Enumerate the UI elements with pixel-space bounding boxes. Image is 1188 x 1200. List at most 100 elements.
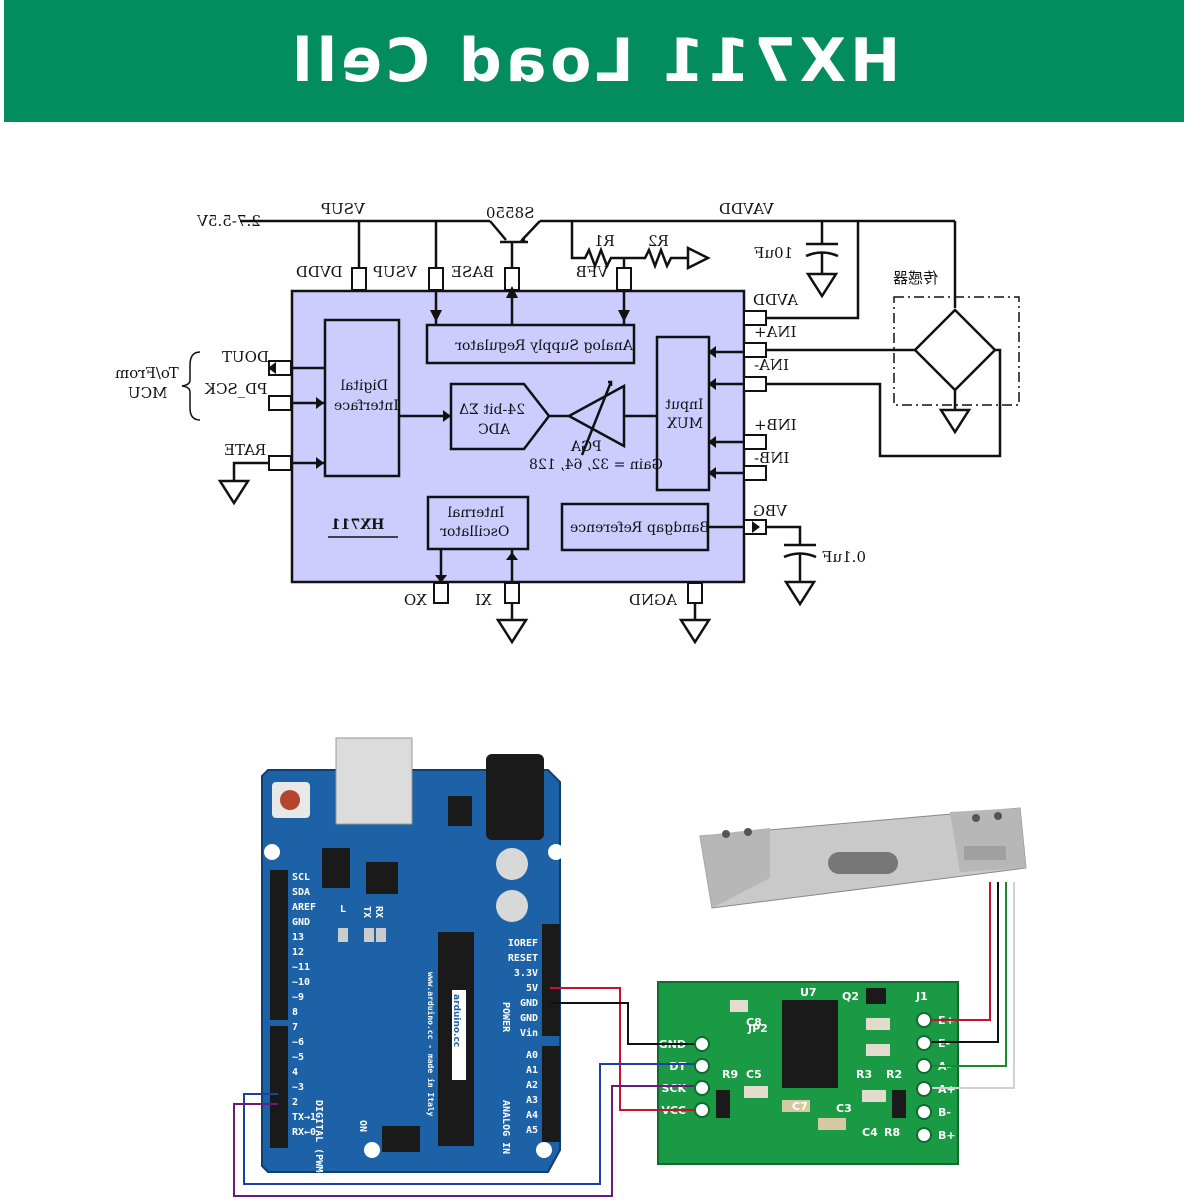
r2-label: R2 <box>886 1068 902 1081</box>
arduino-tx-label: TX <box>361 906 372 918</box>
mux-label-2: MUX <box>667 416 703 432</box>
pin-avdd <box>743 310 767 326</box>
pin-rate <box>268 455 292 471</box>
arduino-brand: arduino.cc <box>451 994 461 1047</box>
arduino-digital-labels: SCLSDAAREFGND1312~11~10~987~6~54~32TX→1R… <box>292 872 316 1138</box>
arduino-analog-title: ANALOG IN <box>500 1100 511 1154</box>
power-jack <box>486 754 544 840</box>
arduino-analog-pin-1: A1 <box>526 1065 538 1076</box>
arduino-led-label: L <box>340 904 346 915</box>
wheatstone-bridge <box>913 308 997 392</box>
rate-label: RATE <box>224 441 266 459</box>
digital-label-1: Digital <box>340 378 388 394</box>
arduino-digital-pin-12: ~5 <box>292 1052 304 1063</box>
wire-a-plus <box>932 882 1015 1089</box>
ina-plus-label: INA+ <box>754 323 796 341</box>
arduino-digital-pin-11: ~6 <box>292 1037 304 1048</box>
pin-xi <box>504 582 520 604</box>
supply-range-label: 2.7-5.5V <box>196 212 261 230</box>
arduino-analog-pin-2: A2 <box>526 1080 538 1091</box>
xi-label: XI <box>475 591 492 609</box>
hx711-right-pin-pad-2 <box>916 1058 932 1074</box>
wiring-connections <box>233 882 1015 1197</box>
pin-inb-minus <box>743 465 767 481</box>
arduino-power-pin-5: GND <box>520 1013 538 1024</box>
wire-e-plus <box>932 882 991 1021</box>
hx711-left-pin-label-2: SCK <box>661 1082 686 1095</box>
hx711-left-pin-pad-1 <box>694 1058 710 1074</box>
pin-dvdd <box>351 267 367 291</box>
hx711-left-pin-label-1: DT <box>669 1060 686 1073</box>
hx711-left-pin-pad-3 <box>694 1102 710 1118</box>
hx711-chip <box>782 1000 838 1088</box>
mux-label-1: Input <box>665 397 704 413</box>
ina-minus-label: INA- <box>754 356 789 374</box>
arduino-analog-pin-3: A3 <box>526 1095 538 1106</box>
hx711-right-pin-pad-1 <box>916 1035 932 1051</box>
vsup-rail-label: VSUP <box>321 200 366 218</box>
input-mux-block <box>655 335 711 492</box>
oscillator-block <box>426 495 530 551</box>
arduino-made-in: www.arduino.cc - made in Italy <box>426 972 436 1117</box>
jp2-label: JP2 <box>747 1022 768 1035</box>
arduino-digital-pin-16: TX→1 <box>292 1112 316 1123</box>
r2-label: R2 <box>648 232 669 250</box>
hx711-right-pin-label-1: E- <box>938 1037 950 1050</box>
j1-label: J1 <box>915 990 928 1003</box>
arduino-digital-pin-17: RX←0 <box>292 1127 316 1138</box>
digital-label-2: Interface <box>334 398 399 414</box>
wire-sck <box>233 1085 694 1197</box>
arduino-digital-pin-0: SCL <box>292 872 310 883</box>
arduino-digital-pin-3: GND <box>292 917 310 928</box>
adc-block <box>449 382 551 451</box>
r8-label: R8 <box>884 1126 900 1139</box>
arduino-digital-title: DIGITAL (PWM~) <box>313 1100 324 1184</box>
hx711-right-pin-pad-3 <box>916 1081 932 1097</box>
regulator-label: Analog Supply Regulator <box>455 338 634 354</box>
q2-label: Q2 <box>842 990 859 1003</box>
arduino-power-pin-4: GND <box>520 998 538 1009</box>
analog-regulator-block <box>425 323 636 365</box>
pin-vsup <box>428 267 444 291</box>
cap-01uf-label: 0.1uF <box>822 548 866 566</box>
wire-a-minus <box>932 882 1007 1067</box>
hx711-left-pin-pad-2 <box>694 1080 710 1096</box>
inb-minus-label: INB- <box>754 449 789 467</box>
arduino-digital-pin-10: 7 <box>292 1022 298 1033</box>
c5-label: C5 <box>746 1068 762 1081</box>
hx711-breakout-board <box>657 981 959 1165</box>
pin-ina-plus <box>743 342 767 358</box>
dvdd-label: DVDD <box>296 263 343 281</box>
hx711-right-pin-label-5: B+ <box>938 1129 956 1142</box>
xo-label: XO <box>404 591 427 609</box>
c4-label: C4 <box>862 1126 878 1139</box>
c3-label: C3 <box>836 1102 852 1115</box>
hx711-left-pin-pad-0 <box>694 1036 710 1052</box>
hx711-ic-body <box>290 289 746 584</box>
hx711-right-pin-pad-4 <box>916 1104 932 1120</box>
hx711-right-pin-pad-5 <box>916 1127 932 1143</box>
pin-pd-sck <box>268 395 292 411</box>
wire-vcc <box>550 987 694 1111</box>
bandgap-label: Bandgap Reference <box>570 520 710 536</box>
inb-plus-label: INB+ <box>754 416 797 434</box>
arduino-power-pin-2: 3.3V <box>514 968 538 979</box>
pin-vfb <box>616 267 632 291</box>
arduino-digital-pin-1: SDA <box>292 887 310 898</box>
pga-label-1: PGA <box>570 439 602 455</box>
arduino-power-pin-3: 5V <box>526 983 538 994</box>
transistor-label: S8550 <box>486 204 534 222</box>
wire-gnd <box>550 1002 694 1045</box>
arduino-digital-pin-8: ~9 <box>292 992 304 1003</box>
pin-ina-minus <box>743 376 767 392</box>
cap-10uf-label: 10uF <box>754 244 793 262</box>
load-cell <box>699 807 1027 909</box>
r9-label: R9 <box>722 1068 738 1081</box>
r1-label: R1 <box>594 232 615 250</box>
arduino-power-title: POWER <box>500 1002 511 1033</box>
arduino-on-label: ON <box>357 1120 368 1132</box>
chip-name: HX711 <box>331 517 384 533</box>
